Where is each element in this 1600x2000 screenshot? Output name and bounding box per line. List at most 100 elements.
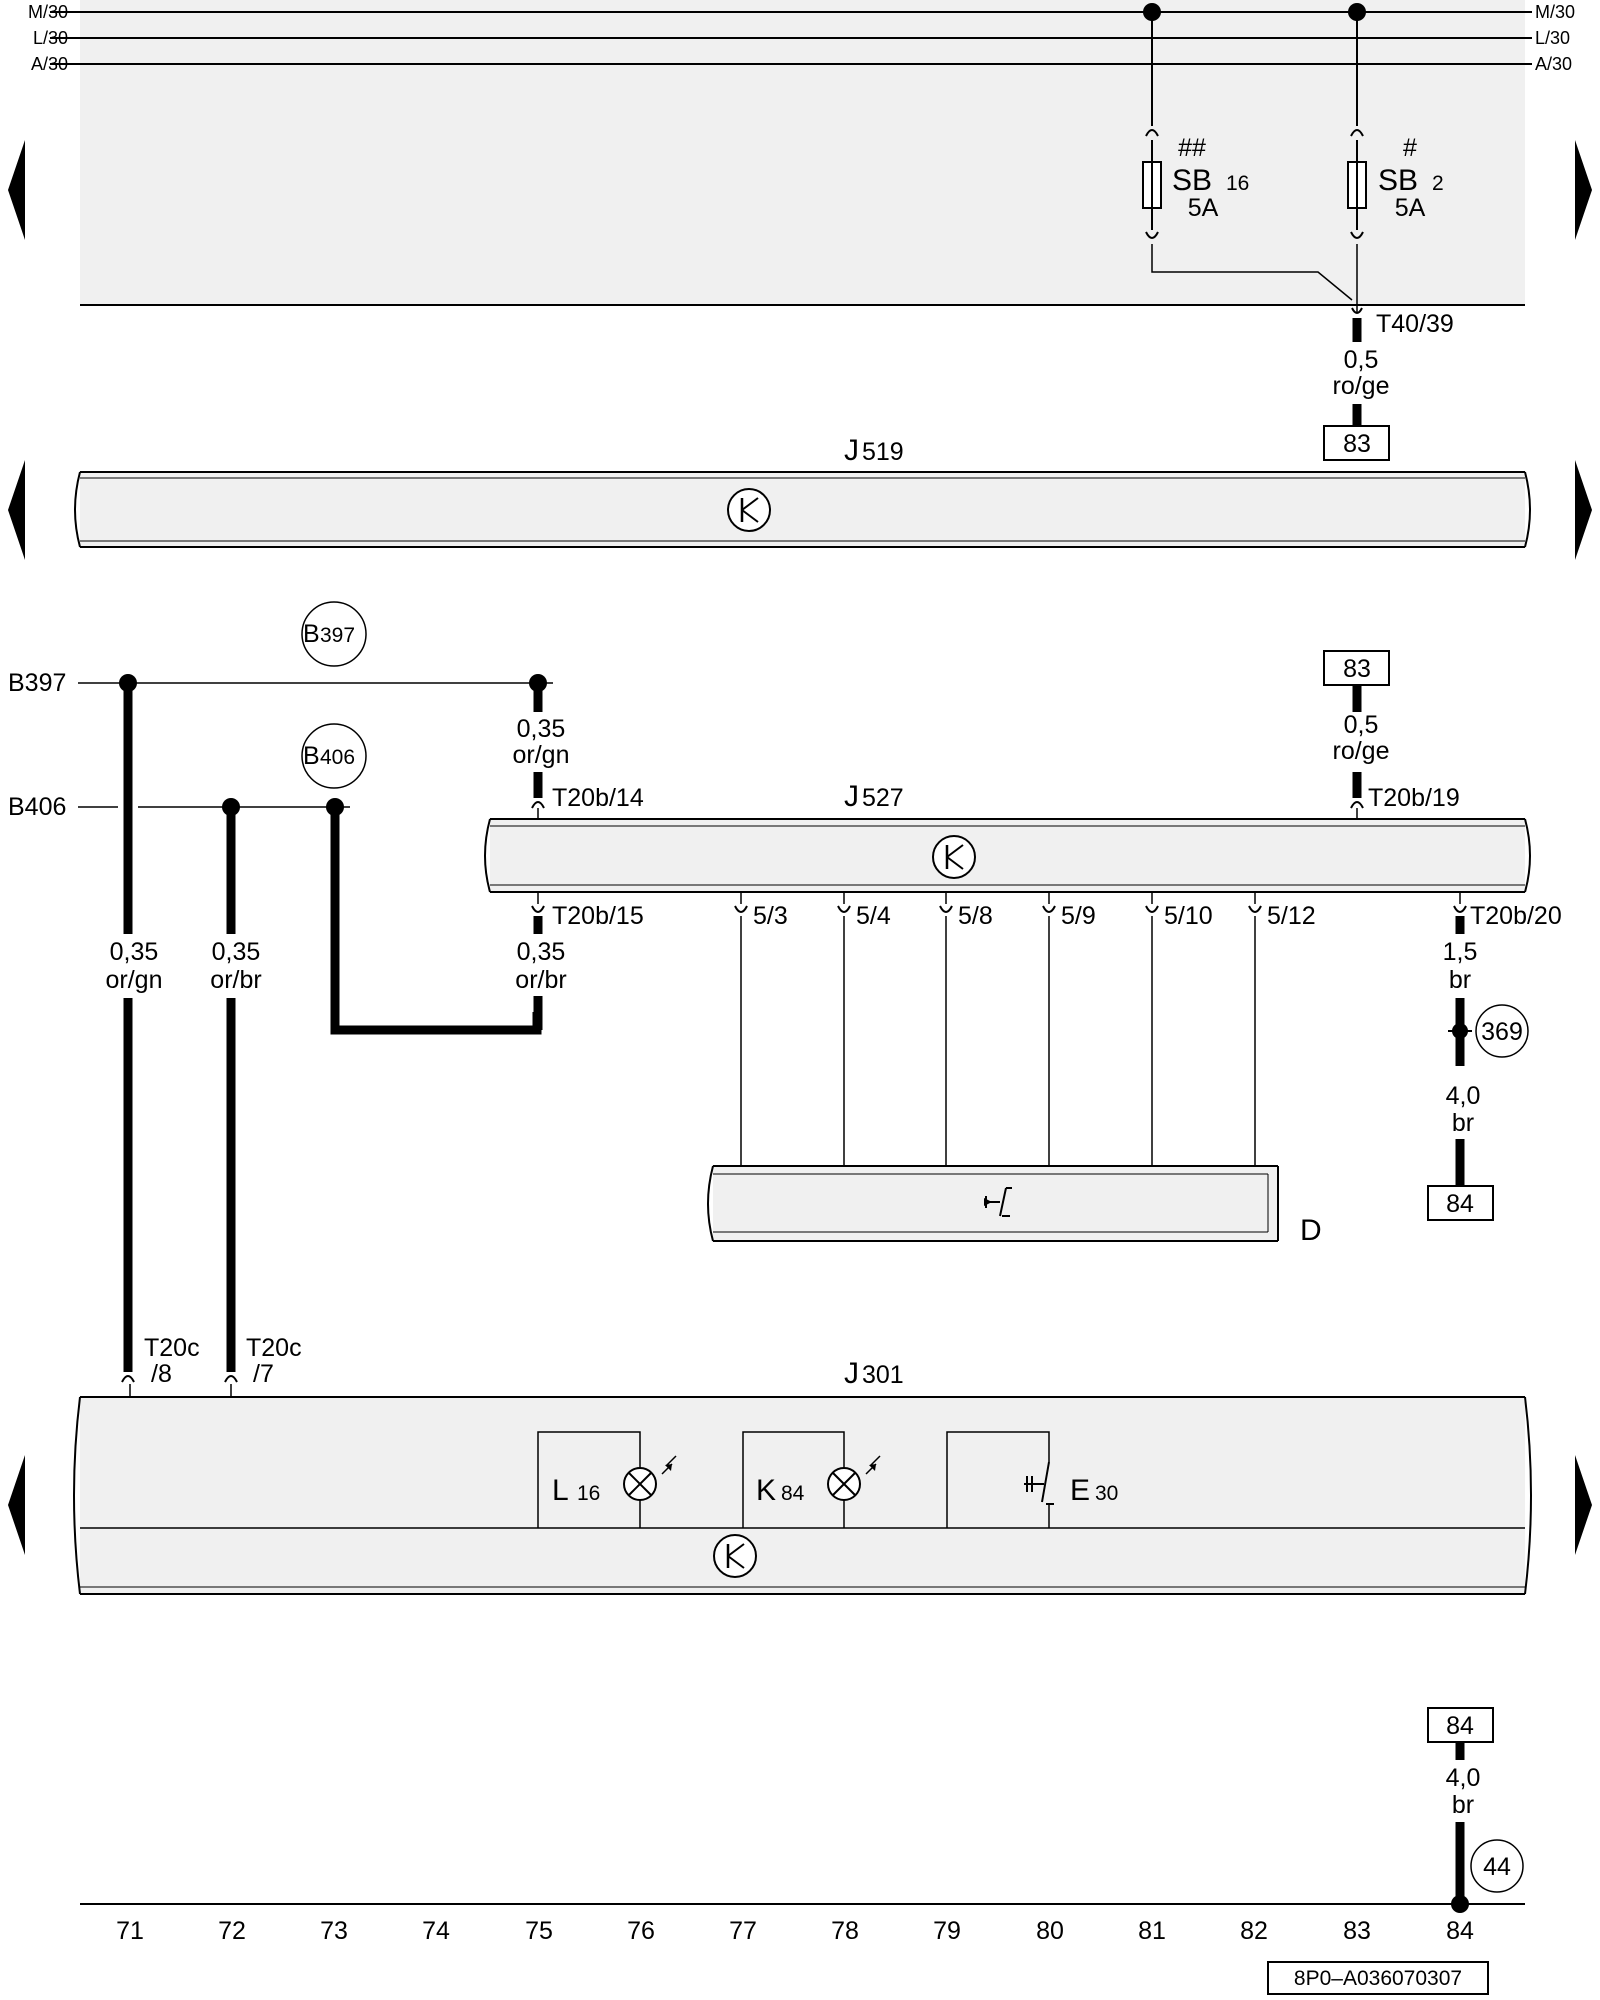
j519-right-break: [1524, 471, 1531, 548]
wire-8-color: br: [1452, 1109, 1474, 1137]
nav-left-arrow-icon[interactable]: [8, 1455, 25, 1555]
j519-left-break: [74, 471, 81, 548]
nav-right-arrow-icon[interactable]: [1575, 140, 1592, 240]
pin-5-3-label: 5/3: [753, 902, 788, 930]
d-component-bar: [713, 1166, 1278, 1241]
column-number: 76: [627, 1917, 655, 1945]
pin-5-8-label: 5/8: [958, 902, 993, 930]
fuse-sb2-mark: #: [1403, 134, 1417, 162]
wire-9-color: br: [1452, 1791, 1474, 1819]
j519-letter: J: [844, 434, 859, 467]
j527-bar: [490, 819, 1525, 892]
ref-box-84-mid: [1427, 1185, 1494, 1221]
wire-6-size: 0,35: [212, 938, 261, 966]
j301-transistor-icon: [713, 1534, 757, 1578]
j301-number: 301: [862, 1361, 904, 1389]
pin-5-4-label: 5/4: [856, 902, 891, 930]
connector-t20c-7-label-a: T20c: [246, 1334, 302, 1362]
nav-right-arrow-icon[interactable]: [1575, 460, 1592, 560]
wire-7-color: br: [1449, 966, 1471, 994]
fuse-sb16-bottom-terminal: [1145, 231, 1159, 239]
ignition-switch-icon: [984, 1187, 1012, 1217]
wire-3-size: 0,35: [517, 715, 566, 743]
connector-t20c-8-label-a: T20c: [144, 1334, 200, 1362]
fuse-box-area: [80, 0, 1525, 305]
j519-transistor-icon: [727, 488, 771, 532]
nav-left-arrow-icon[interactable]: [8, 460, 25, 560]
wire-8-size: 4,0: [1446, 1082, 1481, 1110]
nav-left-arrow-icon[interactable]: [8, 140, 25, 240]
wire-7-size: 1,5: [1443, 938, 1478, 966]
connector-t20b-19-label: T20b/19: [1368, 784, 1460, 812]
bus-b397-circle: [301, 601, 367, 667]
column-number: 84: [1446, 1917, 1474, 1945]
wire-5-color: or/gn: [106, 966, 163, 994]
fuse-sb16-number: 16: [1226, 172, 1249, 195]
j301-letter: J: [844, 1357, 859, 1390]
j527-letter: J: [844, 780, 859, 813]
column-number: 77: [729, 1917, 757, 1945]
j301-bar: [80, 1397, 1525, 1594]
ref-box-83-mid: [1323, 650, 1390, 686]
lamp-icon-k84: [827, 1455, 881, 1501]
e30-circuit: [946, 1431, 1050, 1528]
pin-5-10: [1145, 892, 1159, 1172]
k84-circuit: [742, 1431, 845, 1528]
connector-t20b-15-label: T20b/15: [552, 902, 644, 930]
fuse-sb16-rating: 5A: [1188, 194, 1219, 222]
connector-t20b-14-symbol: [531, 801, 545, 809]
fuse-sb2: # SB 2 5A: [1347, 3, 1444, 300]
fuse-sb2-name: SB: [1378, 164, 1418, 197]
column-number: 71: [116, 1917, 144, 1945]
wire-1-size: 0,5: [1344, 346, 1379, 374]
column-number: 79: [933, 1917, 961, 1945]
ground-44-label: 44: [1483, 1853, 1511, 1881]
l16-number: 16: [577, 1482, 600, 1505]
column-number: 78: [831, 1917, 859, 1945]
fuse-sb16-top-terminal: [1145, 129, 1159, 137]
column-numbers: 71 72 73 74 75 76 77 78 79 80 81 82 83 8…: [116, 1917, 1474, 1945]
l16-letter: L: [552, 1474, 569, 1507]
j527-left-break: [484, 818, 491, 893]
ref-box-83-top: [1323, 425, 1390, 461]
wire-2-size: 0,5: [1344, 711, 1379, 739]
doc-code-label: 8P0–A036070307: [1294, 1967, 1462, 1990]
column-number: 81: [1138, 1917, 1166, 1945]
connector-t20b-14-label: T20b/14: [552, 784, 644, 812]
j527-transistor-icon: [932, 835, 976, 879]
wire-4-size: 0,35: [517, 938, 566, 966]
rail-label-right-l30: L/30: [1535, 28, 1570, 48]
column-number: 72: [218, 1917, 246, 1945]
pin-5-9-label: 5/9: [1061, 902, 1096, 930]
column-number: 82: [1240, 1917, 1268, 1945]
column-number: 75: [525, 1917, 553, 1945]
doc-code-box: [1267, 1961, 1489, 1995]
column-number: 83: [1343, 1917, 1371, 1945]
ref-83-mid-label: 83: [1343, 655, 1371, 683]
j527-right-break: [1524, 818, 1531, 893]
connector-t20b-20-symbol: [1453, 905, 1467, 913]
bus-b406-circle: [301, 723, 367, 789]
wire-1-color: ro/ge: [1333, 372, 1390, 400]
pin-5-3: [734, 892, 748, 1172]
pin-5-4: [837, 892, 851, 1172]
j519-number: 519: [862, 438, 904, 466]
d-component-label: D: [1300, 1214, 1322, 1247]
bus-b406-circle-number: 406: [320, 746, 355, 769]
k84-number: 84: [781, 1482, 805, 1505]
k84-letter: K: [756, 1474, 776, 1507]
nav-right-arrow-icon[interactable]: [1575, 1455, 1592, 1555]
column-number: 80: [1036, 1917, 1064, 1945]
pin-5-8: [939, 892, 953, 1172]
e30-number: 30: [1095, 1482, 1118, 1505]
fuse-sb16-wire-bottom: [1151, 244, 1353, 301]
lamp-icon-l16: [623, 1455, 677, 1501]
fuse-sb2-rating: 5A: [1395, 194, 1426, 222]
connector-t20b-19-symbol: [1350, 801, 1364, 809]
bus-b397-circle-letter: B: [303, 620, 320, 648]
rail-label-left-l30: L/30: [33, 28, 68, 48]
bus-b397-label: B397: [8, 669, 66, 697]
rail-label-right-m30: M/30: [1535, 2, 1575, 22]
j519-bar: [80, 472, 1525, 547]
